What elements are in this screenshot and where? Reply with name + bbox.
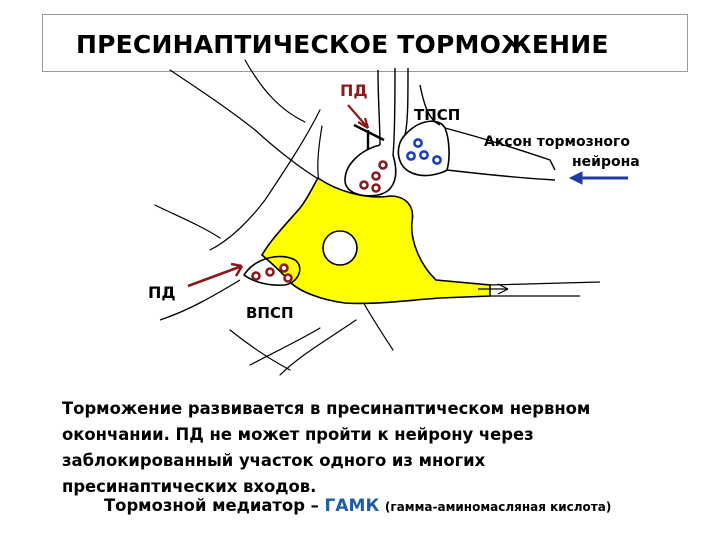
dendrite-branch — [361, 299, 394, 351]
neuron-body — [260, 176, 491, 305]
inhibitory-vesicle — [432, 155, 442, 165]
excitatory-terminal-left — [242, 255, 301, 286]
dendrite-branch — [154, 204, 221, 239]
dendrite-branch — [279, 319, 357, 376]
description-paragraph: Торможение развивается в пресинаптическо… — [62, 396, 712, 500]
dendrite-branch — [169, 69, 321, 181]
excitatory-vesicle — [265, 267, 275, 277]
neuron-axon — [489, 281, 601, 297]
dendrite-branch — [244, 59, 306, 123]
nucleus — [322, 230, 358, 266]
pd-left-label: ПД — [148, 283, 176, 302]
axon-label-line1: Аксон тормозного — [484, 134, 630, 150]
vpsp-label: ВПСП — [246, 304, 294, 322]
mediator-prefix: Тормозной медиатор – — [104, 496, 325, 515]
description-line: заблокированный участок одного из многих — [62, 451, 486, 470]
excitatory-axon — [377, 67, 396, 156]
gaba-term: ГАМК — [324, 496, 380, 516]
description-line: пресинаптических входов. — [62, 477, 317, 496]
pd-top-arrow — [347, 104, 369, 129]
title-frame — [42, 14, 688, 72]
axon-label-line2: нейрона — [572, 154, 640, 170]
gaba-expansion: (гамма-аминомасляная кислота) — [384, 500, 612, 514]
excitatory-vesicle — [371, 183, 381, 193]
excitatory-vesicle — [283, 273, 293, 283]
excitatory-vesicle — [279, 263, 289, 273]
inhibitory-vesicle — [419, 150, 429, 160]
dendrite-branch — [229, 329, 291, 371]
excitatory-vesicle — [359, 180, 369, 190]
excitatory-vesicle — [371, 171, 381, 181]
inhibitory-axon — [444, 127, 556, 181]
page-title: ПРЕСИНАПТИЧЕСКОЕ ТОРМОЖЕНИЕ — [76, 30, 609, 59]
dendrite-branch — [249, 327, 321, 366]
inhibitory-vesicle — [413, 138, 423, 148]
pd-left-arrow — [187, 264, 243, 288]
excitatory-vesicle — [378, 160, 388, 170]
block-mark — [353, 123, 385, 150]
tpsp-label: ТПСП — [414, 106, 460, 124]
inhibitory-axon — [404, 67, 441, 136]
pd-top-label: ПД — [340, 81, 368, 100]
excitatory-vesicle — [251, 271, 261, 281]
description-line: окончании. ПД не может пройти к нейрону … — [62, 425, 534, 444]
description-line: Торможение развивается в пресинаптическо… — [62, 399, 591, 418]
excitatory-terminal-top — [344, 144, 397, 197]
inhibitory-terminal — [397, 120, 450, 177]
excitatory-axon-left — [159, 279, 241, 321]
mediator-line: Тормозной медиатор – ГАМК (гамма-аминома… — [104, 496, 611, 516]
inhibitory-vesicle — [406, 151, 416, 161]
dendrite-branch — [209, 109, 321, 251]
